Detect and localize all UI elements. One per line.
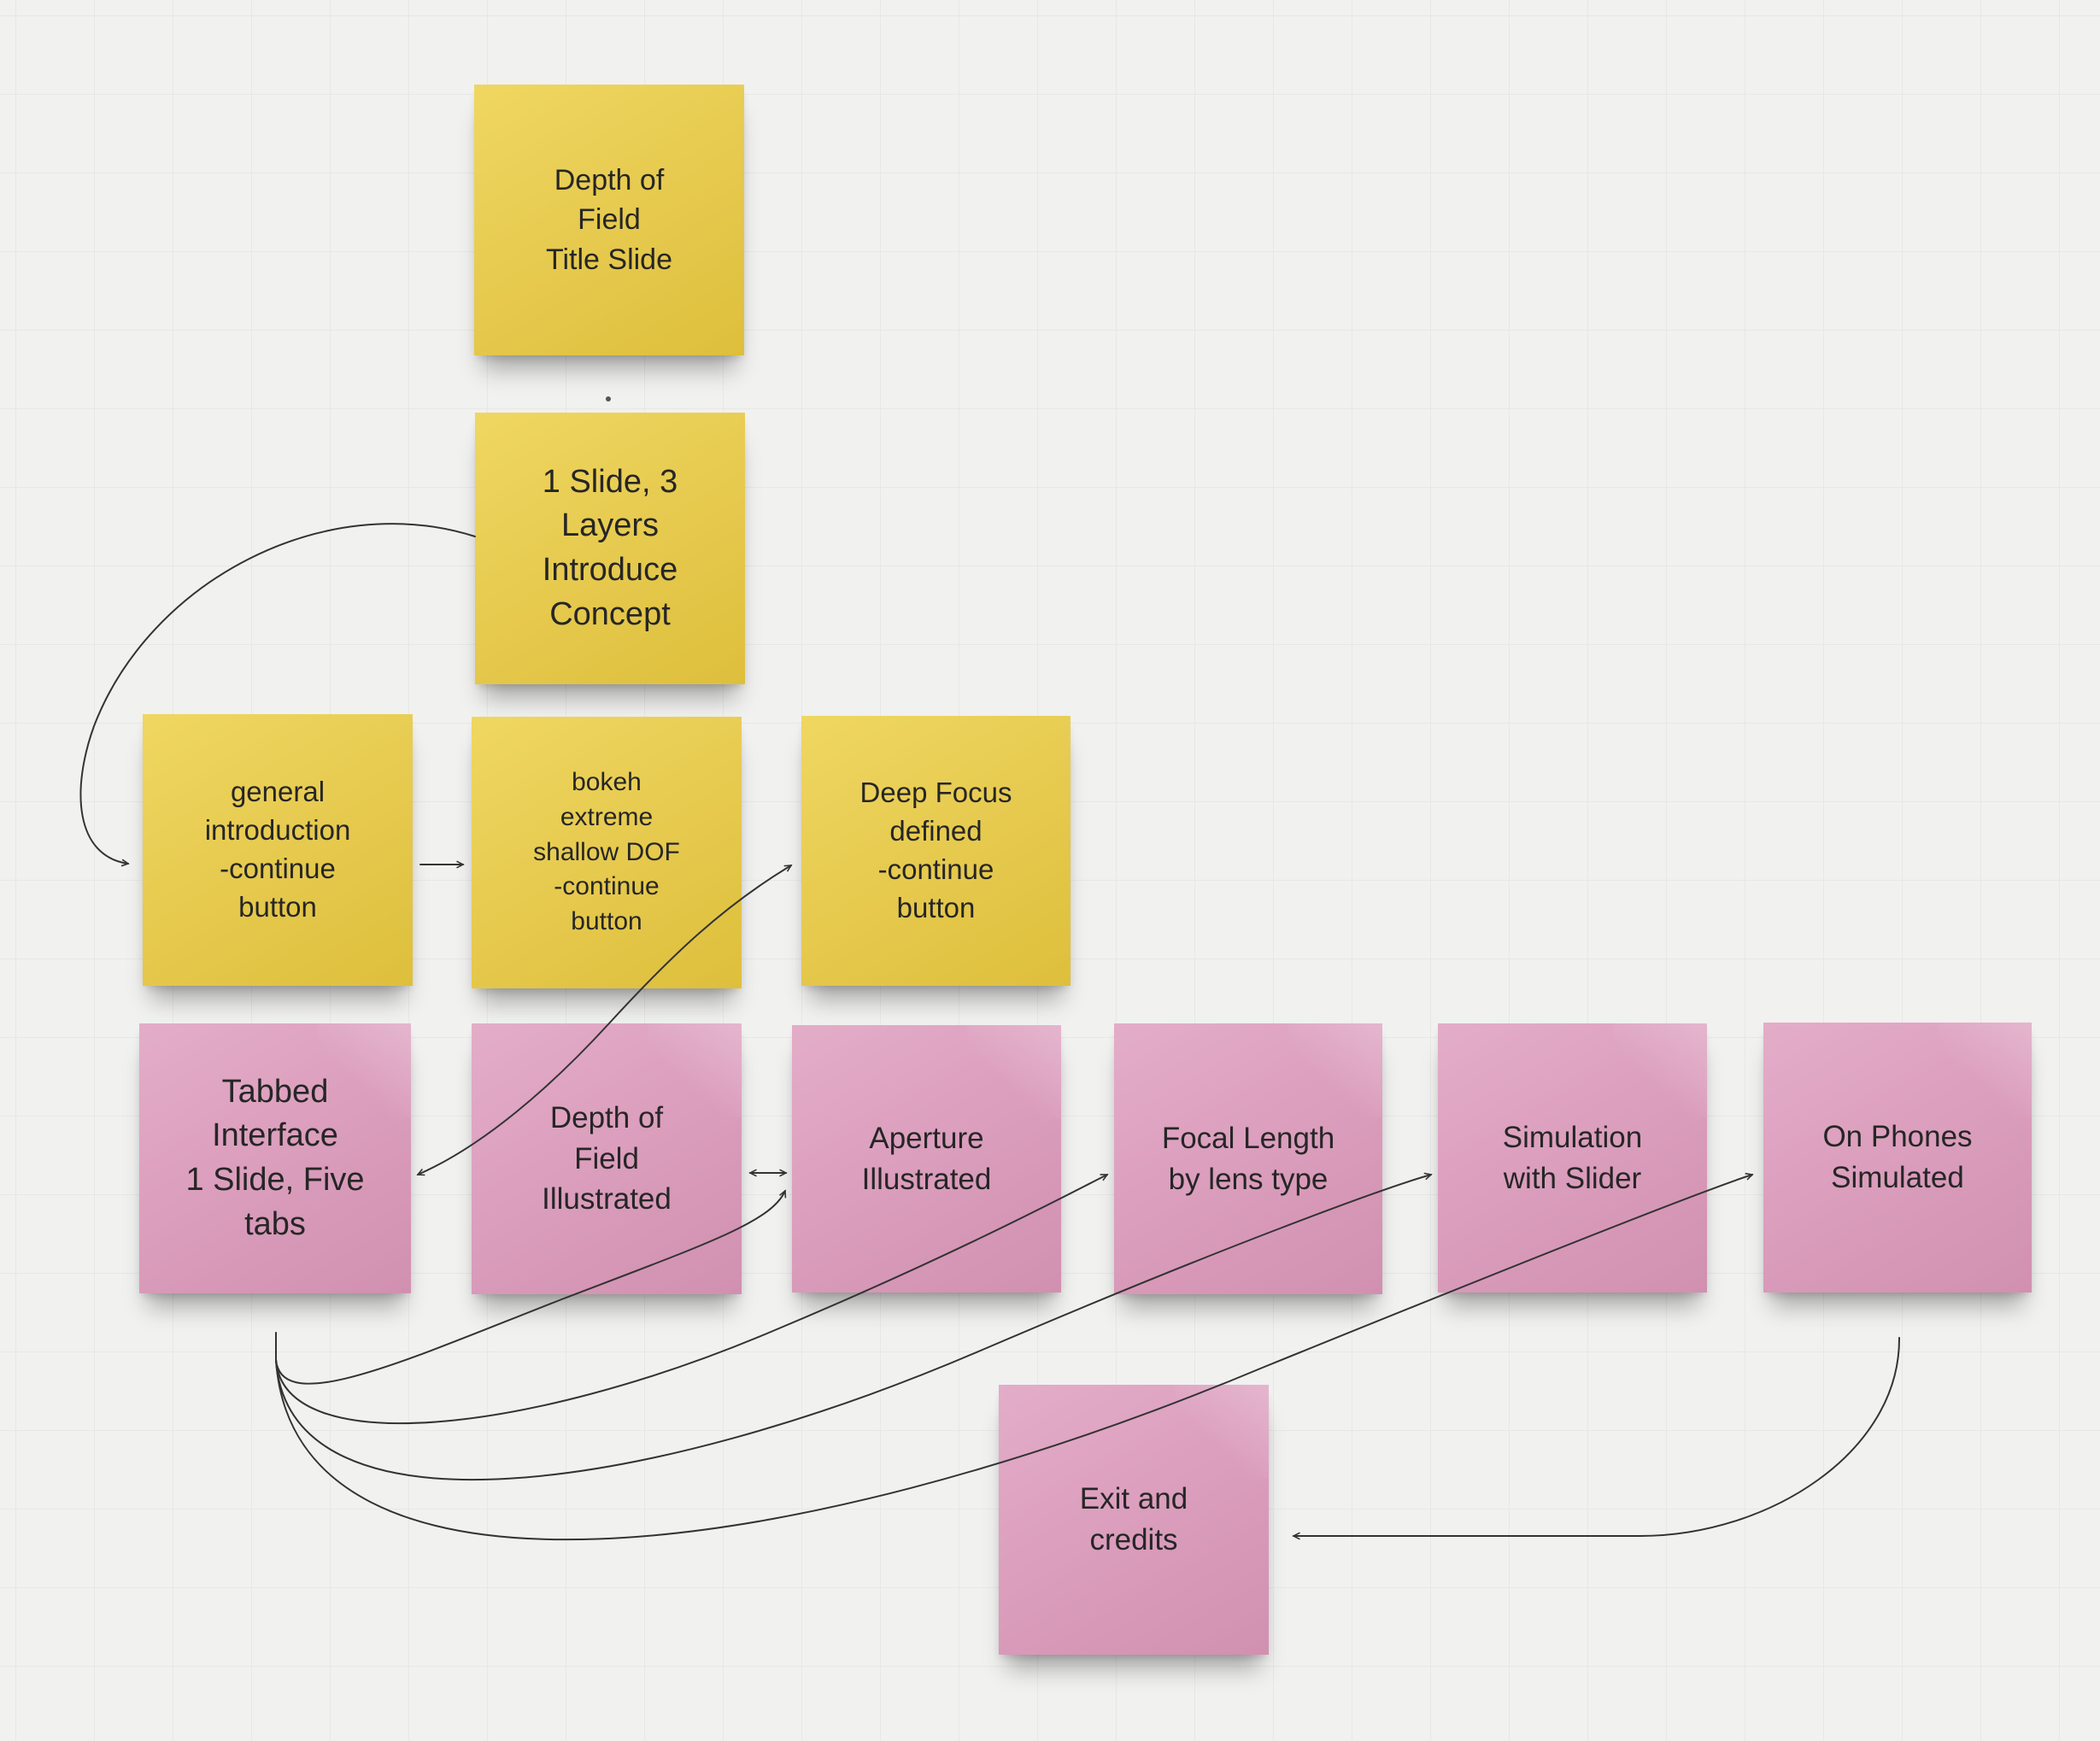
sticky-note-bokeh[interactable]: bokeh extreme shallow DOF -continue button <box>472 717 742 988</box>
sticky-note-line: Illustrated <box>861 1162 992 1196</box>
sticky-note-text: general introduction -continue button <box>143 768 413 932</box>
sticky-note-line: introduction <box>204 814 351 847</box>
connector-tabbed-to-aperture[interactable] <box>275 1189 787 1385</box>
sticky-note-line: Illustrated <box>542 1182 672 1216</box>
sticky-note-line: Simulation <box>1502 1120 1643 1154</box>
sticky-note-line: Deep Focus <box>859 777 1012 809</box>
sticky-note-line: by lens type <box>1168 1162 1329 1196</box>
sticky-note-line: Tabbed <box>221 1073 329 1110</box>
sticky-note-general-intro[interactable]: general introduction -continue button <box>143 714 413 986</box>
sticky-note-text: bokeh extreme shallow DOF -continue button <box>472 760 742 945</box>
sticky-note-focal-length[interactable]: Focal Length by lens type <box>1114 1023 1382 1294</box>
sticky-note-line: 1 Slide, 3 <box>542 463 678 500</box>
sticky-note-line: Concept <box>549 595 671 632</box>
sticky-note-line: Field <box>578 203 641 237</box>
connector-tabbed-to-simulation[interactable] <box>275 1172 1433 1481</box>
sticky-note-line: Depth of <box>549 1101 664 1135</box>
sticky-note-text: Exit and credits <box>999 1474 1269 1565</box>
sticky-note-line: Field <box>574 1141 639 1175</box>
sticky-note-line: button <box>238 890 317 923</box>
sticky-note-line: -continue <box>877 853 994 885</box>
sticky-note-line: tabs <box>244 1205 306 1242</box>
sticky-note-line: -continue <box>554 872 660 901</box>
connector-introconcept-to-generalintro[interactable] <box>79 523 476 867</box>
sticky-note-line: defined <box>889 815 983 847</box>
sticky-note-line: credits <box>1089 1523 1178 1556</box>
sticky-note-text: Focal Length by lens type <box>1114 1113 1382 1205</box>
sticky-note-line: On Phones <box>1822 1120 1973 1154</box>
sticky-note-line: button <box>896 891 976 923</box>
connector-tabbed-to-onphones[interactable] <box>275 1172 1754 1541</box>
sticky-note-line: Simulated <box>1831 1161 1964 1194</box>
sticky-note-line: general <box>230 776 326 808</box>
sticky-note-line: Title Slide <box>545 243 673 276</box>
sticky-note-line: Focal Length <box>1161 1121 1335 1155</box>
sticky-note-line: bokeh <box>572 768 642 796</box>
connector-tabbed-deepfocus[interactable] <box>416 865 793 1176</box>
sticky-note-line: Layers <box>560 507 660 544</box>
connector-tabbed-to-focallength[interactable] <box>275 1174 1109 1425</box>
sticky-note-line: Introduce <box>542 552 678 588</box>
sticky-note-simulation[interactable]: Simulation with Slider <box>1438 1023 1707 1293</box>
sticky-note-deep-focus[interactable]: Deep Focus defined -continue button <box>801 716 1071 986</box>
sticky-note-line: with Slider <box>1503 1161 1642 1195</box>
sticky-note-exit-credits[interactable]: Exit and credits <box>999 1385 1269 1655</box>
connector-onphones-to-exit[interactable] <box>1292 1337 1901 1540</box>
sticky-note-line: 1 Slide, Five <box>185 1162 365 1198</box>
sticky-note-text: Deep Focus defined -continue button <box>801 769 1071 933</box>
sticky-note-line: Aperture <box>869 1121 984 1155</box>
sticky-note-line: -continue <box>220 853 336 884</box>
sticky-note-line: Interface <box>212 1117 338 1154</box>
connector-stub-dot <box>606 396 611 402</box>
sticky-note-line: shallow DOF <box>533 837 680 866</box>
sticky-note-line: button <box>571 907 642 936</box>
sticky-note-line: Depth of <box>554 164 665 197</box>
sticky-note-line: extreme <box>560 802 654 831</box>
sticky-note-line: Exit and <box>1079 1482 1188 1516</box>
sticky-note-text: Simulation with Slider <box>1438 1112 1707 1204</box>
